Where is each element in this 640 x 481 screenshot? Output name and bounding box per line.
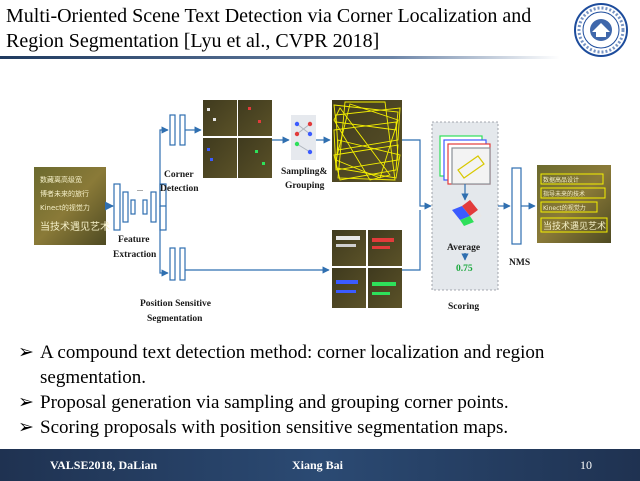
footer-page-number: 10 (580, 458, 592, 472)
bullet-list: ➢ A compound text detection method: corn… (18, 340, 628, 440)
svg-text:Kinect的视觉力: Kinect的视觉力 (40, 203, 90, 212)
position-sensitive-label-line1: Position Sensitive (140, 299, 211, 309)
position-sensitive-label-line2: Segmentation (147, 314, 203, 324)
input-image: 数藏离高级宽 博者未来的旅行 Kinect的视觉力 当技术遇见艺术 (34, 167, 110, 245)
svg-text:当技术遇见艺术: 当技术遇见艺术 (40, 220, 110, 233)
title-area: Multi-Oriented Scene Text Detection via … (0, 0, 640, 60)
average-label: Average (447, 243, 480, 253)
segmentation-maps (332, 230, 402, 308)
sampling-grouping-graph (291, 115, 316, 160)
bullet-text: A compound text detection method: corner… (40, 342, 545, 388)
output-image: 数据高品设计 指导未来的技术 Kinect的视觉力 当技术遇见艺术 (537, 165, 611, 243)
bullet-arrow-icon: ➢ (18, 417, 34, 438)
sampling-grouping-label-line2: Grouping (285, 181, 325, 191)
footer-presenter: Xiang Bai (292, 458, 344, 472)
title-underline (0, 56, 560, 59)
footer-event: VALSE2018, DaLian (50, 458, 158, 472)
nms-block (511, 167, 522, 245)
svg-text:指导未来的技术: 指导未来的技术 (543, 190, 585, 198)
bullet-item: ➢ Scoring proposals with position sensit… (18, 415, 628, 440)
bullet-arrow-icon: ➢ (18, 342, 34, 363)
corner-detection-label-line2: Detection (160, 184, 199, 194)
feature-extraction-network (113, 183, 167, 231)
average-score-value: 0.75 (456, 264, 473, 274)
slide-title: Multi-Oriented Scene Text Detection via … (6, 5, 532, 52)
nms-label: NMS (509, 258, 530, 268)
corner-branch-layers (169, 114, 186, 146)
corner-detection-label-line1: Corner (164, 170, 194, 180)
university-logo (574, 3, 628, 57)
bullet-text: Scoring proposals with position sensitiv… (40, 417, 509, 438)
svg-text:数据高品设计: 数据高品设计 (543, 176, 579, 184)
bullet-arrow-icon: ➢ (18, 392, 34, 413)
svg-text:当技术遇见艺术: 当技术遇见艺术 (543, 220, 606, 232)
sampling-grouping-label-line1: Sampling& (281, 167, 328, 177)
svg-text:博者未来的旅行: 博者未来的旅行 (40, 189, 89, 198)
bullet-text: Proposal generation via sampling and gro… (40, 392, 509, 413)
scoring-label: Scoring (448, 302, 479, 312)
corner-heatmaps (203, 100, 272, 178)
bullet-item: ➢ Proposal generation via sampling and g… (18, 390, 628, 415)
ellipsis: ... (137, 184, 143, 193)
slide-footer: VALSE2018, DaLian Xiang Bai 10 (0, 449, 640, 481)
feature-extraction-label-line1: Feature (118, 235, 149, 245)
svg-text:数藏离高级宽: 数藏离高级宽 (40, 175, 82, 184)
segmentation-branch-layers (169, 247, 186, 281)
bullet-item: ➢ A compound text detection method: corn… (18, 340, 628, 390)
proposal-image (332, 100, 402, 182)
scoring-box (431, 121, 499, 291)
svg-text:Kinect的视觉力: Kinect的视觉力 (543, 204, 586, 212)
feature-extraction-label-line2: Extraction (113, 250, 157, 260)
pipeline-diagram: 数藏离高级宽 博者未来的旅行 Kinect的视觉力 当技术遇见艺术 ... Fe… (34, 100, 611, 324)
